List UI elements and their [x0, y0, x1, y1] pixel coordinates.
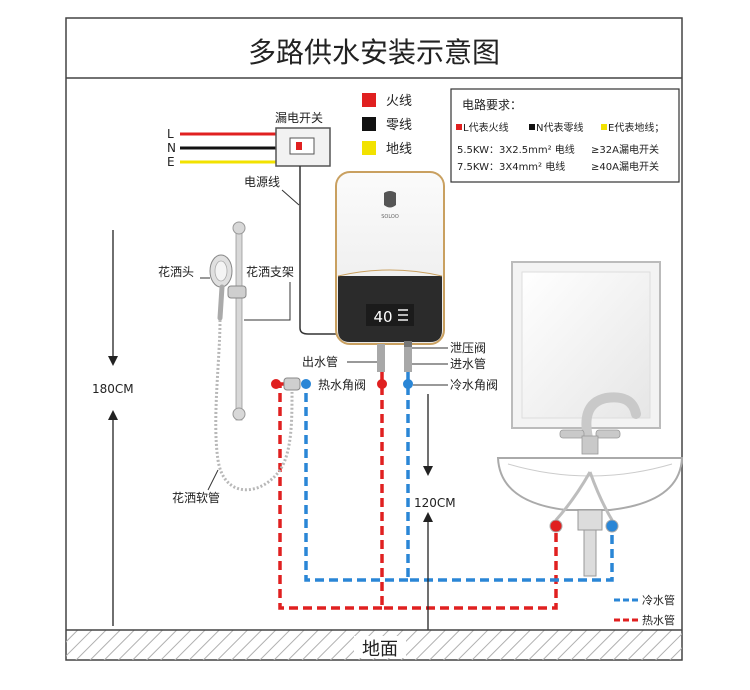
basin-cold-angle-valve — [605, 519, 619, 533]
code-l-swatch — [456, 124, 462, 130]
brand-name: SOLOO — [381, 214, 399, 220]
slide-bar-top-mount — [232, 221, 246, 235]
power-cord-pointer — [281, 189, 300, 206]
faucet-base — [581, 435, 599, 455]
shower-hose-label: 花洒软管 — [172, 490, 220, 505]
shower-bracket-label: 花洒支架 — [246, 264, 294, 279]
spec-55kw-switch: ≥32A漏电开关 — [591, 143, 659, 156]
power-cord-label: 电源线 — [244, 175, 280, 189]
shower-hose-pointer — [207, 469, 219, 491]
shower-cold-valve — [301, 379, 311, 389]
wash-basin — [496, 392, 684, 577]
circuit-heading: 电路要求： — [462, 97, 522, 112]
spec-75kw-switch: ≥40A漏电开关 — [591, 160, 659, 173]
circuit-requirements-box: 电路要求： L代表火线 N代表零线 E代表地线； 5.5KW：3X2.5mm² … — [450, 88, 680, 183]
display-indicator-1 — [398, 309, 408, 311]
relief-valve-label: 泄压阀 — [450, 341, 486, 355]
shower-head-face — [214, 260, 228, 282]
floor-label-bg — [354, 636, 406, 658]
heater-temperature: 40 — [373, 308, 392, 326]
code-e-swatch — [601, 124, 607, 130]
shower-hose — [214, 319, 294, 492]
wire-l-label: L — [167, 127, 174, 141]
dim-120-arrow-down — [423, 466, 433, 476]
shower-handle — [217, 284, 225, 321]
shower-bracket-pointer — [244, 282, 291, 321]
heater-panel-seam — [337, 269, 443, 277]
dim-120-arrow-up — [423, 512, 433, 522]
spec-75kw-cable: 7.5KW：3X4mm² 电线 — [457, 160, 565, 173]
leakage-switch-label: 漏电开关 — [275, 111, 323, 125]
mirror-glass — [521, 271, 651, 419]
heater-outlet-stub — [377, 344, 385, 372]
legend-ground: 地线 — [386, 142, 412, 157]
dim-180-arrow-up — [108, 410, 118, 420]
cold-pipe-legend: 冷水管 — [642, 593, 675, 607]
faucet-handle-left — [559, 429, 585, 439]
hot-flex-hose — [554, 471, 592, 522]
code-l: L代表火线 — [463, 121, 509, 134]
legend-fire: 火线 — [386, 94, 412, 109]
leakage-switch — [275, 127, 331, 167]
power-cord — [299, 166, 336, 335]
shower-head-label: 花洒头 — [158, 264, 194, 279]
outlet-pipe-label: 出水管 — [302, 354, 338, 369]
code-e: E代表地线； — [608, 121, 664, 134]
page-title: 多路供水安装示意图 — [248, 36, 500, 69]
slide-bar-bottom-mount — [232, 407, 246, 421]
height-180-label: 180CM — [92, 382, 134, 396]
pipe-network — [278, 372, 614, 610]
hot-pipe-legend: 热水管 — [642, 613, 675, 627]
shower-slide-bar — [235, 225, 243, 421]
brand-logo-icon — [384, 191, 396, 208]
spec-55kw-cable: 5.5KW：3X2.5mm² 电线 — [457, 143, 575, 156]
faucet-spout — [581, 392, 641, 451]
wire-e-label: E — [167, 155, 175, 169]
heater-inlet-stub — [404, 344, 412, 372]
dim-180-arrow-down — [108, 356, 118, 366]
display-indicator-2 — [398, 314, 408, 316]
shower-mixer-valve — [283, 377, 301, 391]
basin-hot-angle-valve — [549, 519, 563, 533]
heater-cold-angle-valve — [403, 379, 413, 389]
basin-bowl — [496, 457, 684, 511]
display-indicator-3 — [398, 319, 408, 321]
shower-hot-valve — [271, 379, 281, 389]
wire-n-label: N — [167, 141, 176, 155]
cold-flex-hose — [588, 471, 614, 521]
height-120-dimension — [423, 394, 433, 630]
cold-valve-label: 冷水角阀 — [450, 378, 498, 392]
height-120-label: 120CM — [414, 496, 456, 510]
circuit-box-border — [450, 88, 680, 183]
zero-swatch — [362, 117, 376, 131]
floor-label: 地面 — [362, 639, 398, 660]
inlet-pipe-label: 进水管 — [450, 356, 486, 371]
wire-legend: 火线 零线 地线 — [362, 93, 412, 157]
faucet-handle-right — [595, 429, 621, 439]
hot-valve-label: 热水角阀 — [318, 378, 366, 392]
hot-pipe-to-shower — [278, 382, 382, 610]
cold-pipe-to-shower — [304, 386, 408, 582]
legend-zero: 零线 — [386, 118, 412, 133]
code-n: N代表零线 — [536, 121, 583, 134]
relief-valve-body — [404, 341, 412, 347]
code-n-swatch — [529, 124, 535, 130]
bracket-holder — [227, 285, 247, 299]
mirror — [511, 261, 661, 429]
drain-pipe — [583, 529, 597, 577]
drain-trap — [577, 509, 603, 531]
heater-hot-angle-valve — [377, 379, 387, 389]
height-180-dimension — [108, 230, 118, 626]
fire-swatch — [362, 93, 376, 107]
leakage-switch-toggle — [296, 142, 302, 150]
shower-assembly — [209, 221, 294, 492]
ground-swatch — [362, 141, 376, 155]
water-heater: SOLOO 40 — [335, 171, 445, 372]
